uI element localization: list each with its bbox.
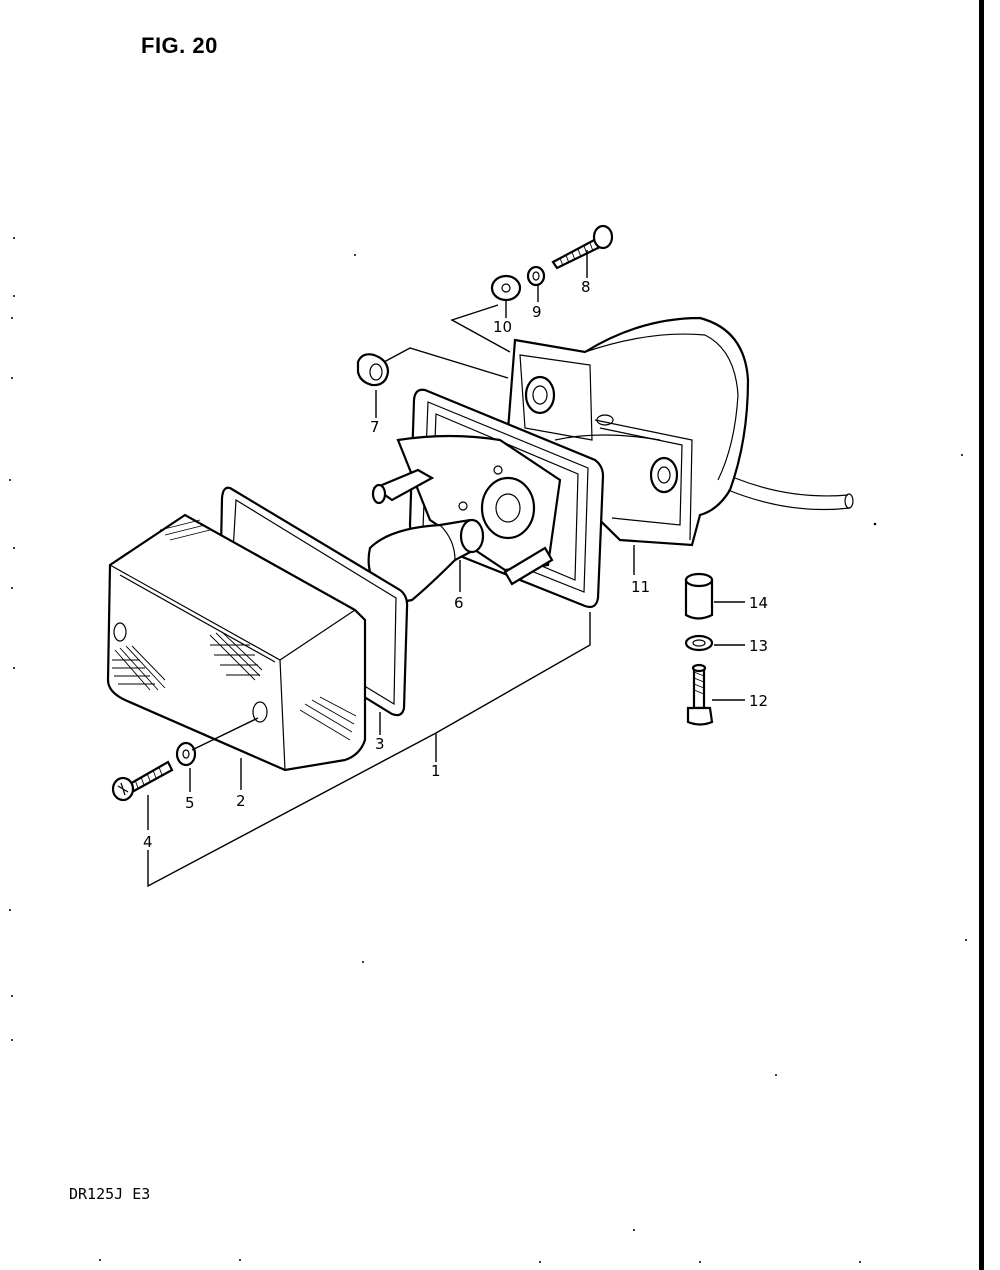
- callout-13: 13: [749, 637, 768, 655]
- bolt-12-part: [686, 663, 714, 726]
- callout-4: 4: [143, 833, 153, 851]
- page-edge-border: [979, 0, 984, 1270]
- washer-10-part: [490, 274, 522, 302]
- callout-7: 7: [370, 418, 380, 436]
- callout-8: 8: [581, 278, 591, 296]
- spacer-14-part: [684, 572, 714, 620]
- scan-speckles: [9, 237, 967, 1263]
- callout-1: 1: [431, 762, 441, 780]
- screw-4-part: [111, 760, 174, 802]
- grommet-part: [356, 353, 390, 387]
- callout-5: 5: [185, 794, 195, 812]
- washer-13-part: [684, 634, 714, 652]
- callout-2: 2: [236, 792, 246, 810]
- leader-lines: [147, 250, 745, 888]
- lens-part: [106, 513, 367, 772]
- callout-14: 14: [749, 594, 768, 612]
- callout-12: 12: [749, 692, 768, 710]
- model-code: DR125J E3: [69, 1185, 151, 1203]
- screw-8-part: [551, 224, 614, 270]
- callout-9: 9: [532, 303, 542, 321]
- callout-11: 11: [631, 578, 650, 596]
- callout-6: 6: [454, 594, 464, 612]
- callout-3: 3: [375, 735, 385, 753]
- figure-title: FIG. 20: [141, 33, 218, 58]
- callout-10: 10: [493, 318, 512, 336]
- nut-9-part: [526, 265, 546, 287]
- callout-labels: 8 9 10 7 6 11 14 13 12 3 1 2 5 4: [143, 278, 768, 851]
- washer-5-part: [175, 741, 197, 767]
